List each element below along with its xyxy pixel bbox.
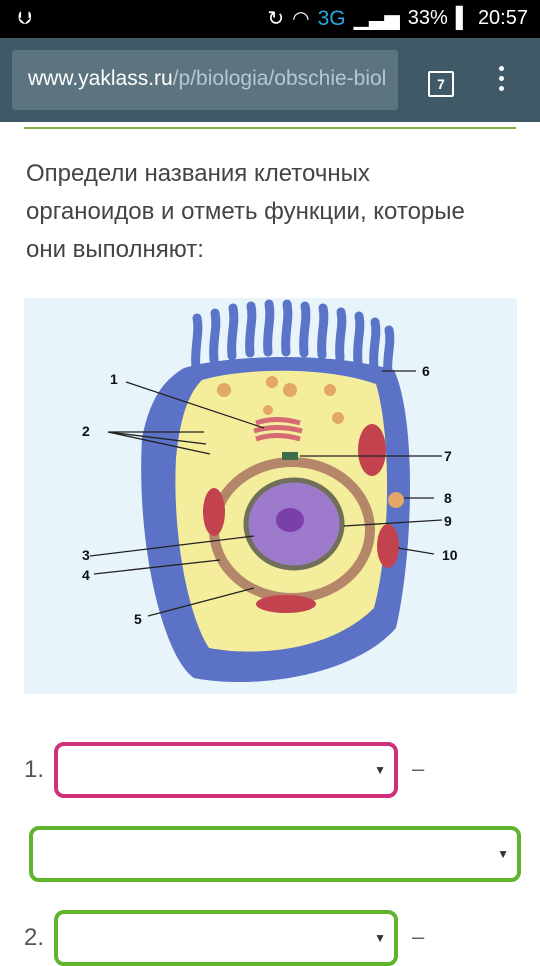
battery-percent: 33%: [407, 7, 448, 29]
label-8: 8: [444, 490, 452, 506]
url-path: /p/biologia/obschie-biol: [172, 67, 387, 90]
mitochondrion: [358, 424, 386, 476]
notification-icon: ⮋: [18, 8, 32, 28]
label-6: 6: [422, 363, 430, 379]
question-text: Определи названия клеточных органоидов и…: [26, 160, 465, 263]
url-host: www.yaklass.ru: [28, 67, 173, 90]
clock: 20:57: [477, 7, 528, 29]
label-3: 3: [82, 547, 90, 563]
divider: [24, 127, 516, 129]
label-7: 7: [444, 448, 452, 464]
organelle-select-2[interactable]: ▼: [54, 910, 398, 966]
dropdown-arrow-icon: ▼: [374, 931, 386, 945]
tab-switcher-button[interactable]: 7: [428, 71, 454, 97]
vesicles: [217, 376, 404, 508]
label-9: 9: [444, 513, 452, 529]
battery-icon: ▌: [455, 7, 470, 29]
browser-toolbar: www.yaklass.ru/p/biologia/obschie-biol 7: [0, 38, 540, 122]
cell-diagram: 1 2 3 4 5 6 7 8 9 10: [24, 298, 517, 694]
status-bar: ⮋ ↻ ◠ 3G ▁▃▅ 33% ▌ 20:57: [0, 0, 540, 38]
dropdown-arrow-icon: ▼: [374, 763, 386, 777]
organelle-select-1[interactable]: ▼: [54, 742, 398, 798]
network-type: 3G: [317, 6, 346, 30]
label-4: 4: [82, 567, 90, 583]
function-select-1[interactable]: ▼: [29, 826, 521, 882]
answer-number-1: 1.: [24, 756, 45, 783]
wifi-icon: ◠: [292, 8, 310, 30]
label-lines: [89, 370, 443, 617]
menu-icon[interactable]: [494, 66, 508, 96]
label-1: 1: [110, 371, 118, 387]
nucleolus: [276, 508, 304, 532]
label-2: 2: [82, 423, 90, 439]
address-bar[interactable]: www.yaklass.ru/p/biologia/obschie-biol: [12, 50, 398, 110]
signal-icon: ▁▃▅: [353, 8, 400, 30]
mitochondrion: [203, 488, 225, 536]
golgi-apparatus: [253, 417, 303, 442]
rotate-icon: ↻: [267, 8, 285, 30]
label-5: 5: [134, 611, 142, 627]
dropdown-arrow-icon: ▼: [497, 847, 509, 861]
mitochondrion: [256, 595, 316, 613]
answer-dash-2: –: [412, 924, 425, 949]
answer-dash-1: –: [412, 756, 425, 781]
label-10: 10: [442, 547, 458, 563]
answer-number-2: 2.: [24, 924, 45, 951]
centriole: [282, 452, 298, 460]
mitochondrion: [377, 524, 399, 568]
